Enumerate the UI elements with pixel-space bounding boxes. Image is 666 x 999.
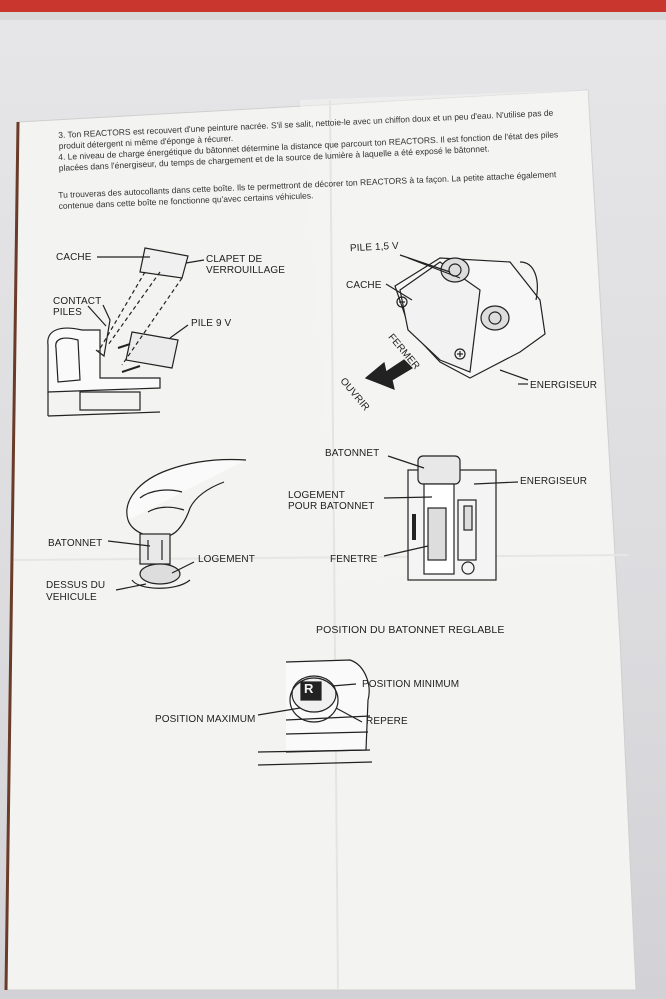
label-clapet: CLAPET DE <box>206 254 263 265</box>
label-logement: LOGEMENT <box>198 554 255 565</box>
label-logement-pour-1: LOGEMENT <box>288 490 345 501</box>
label-energiseur-1: ENERGISEUR <box>530 380 598 391</box>
label-contact: CONTACT <box>53 296 102 307</box>
label-position-title: POSITION DU BATONNET REGLABLE <box>316 624 505 636</box>
box-edge-strip <box>0 0 666 20</box>
label-position-minimum: POSITION MINIMUM <box>362 679 460 690</box>
label-cache-left: CACHE <box>56 252 92 263</box>
label-batonnet-left: BATONNET <box>48 538 103 549</box>
label-cache-right: CACHE <box>346 280 382 291</box>
label-logement-pour-2: POUR BATONNET <box>288 501 375 512</box>
label-fenetre: FENETRE <box>330 554 378 565</box>
label-repere: REPERE <box>366 716 408 727</box>
label-batonnet-top: BATONNET <box>325 448 380 459</box>
label-piles: PILES <box>53 307 82 318</box>
label-verrouillage: VERROUILLAGE <box>206 265 286 276</box>
label-pile-9v: PILE 9 V <box>191 318 232 329</box>
label-position-maximum: POSITION MAXIMUM <box>155 714 256 725</box>
label-energiseur-2: ENERGISEUR <box>520 476 588 487</box>
label-dessus-2: VEHICULE <box>46 592 97 603</box>
knob-letter: R <box>304 681 314 696</box>
label-dessus-1: DESSUS DU <box>46 580 106 591</box>
